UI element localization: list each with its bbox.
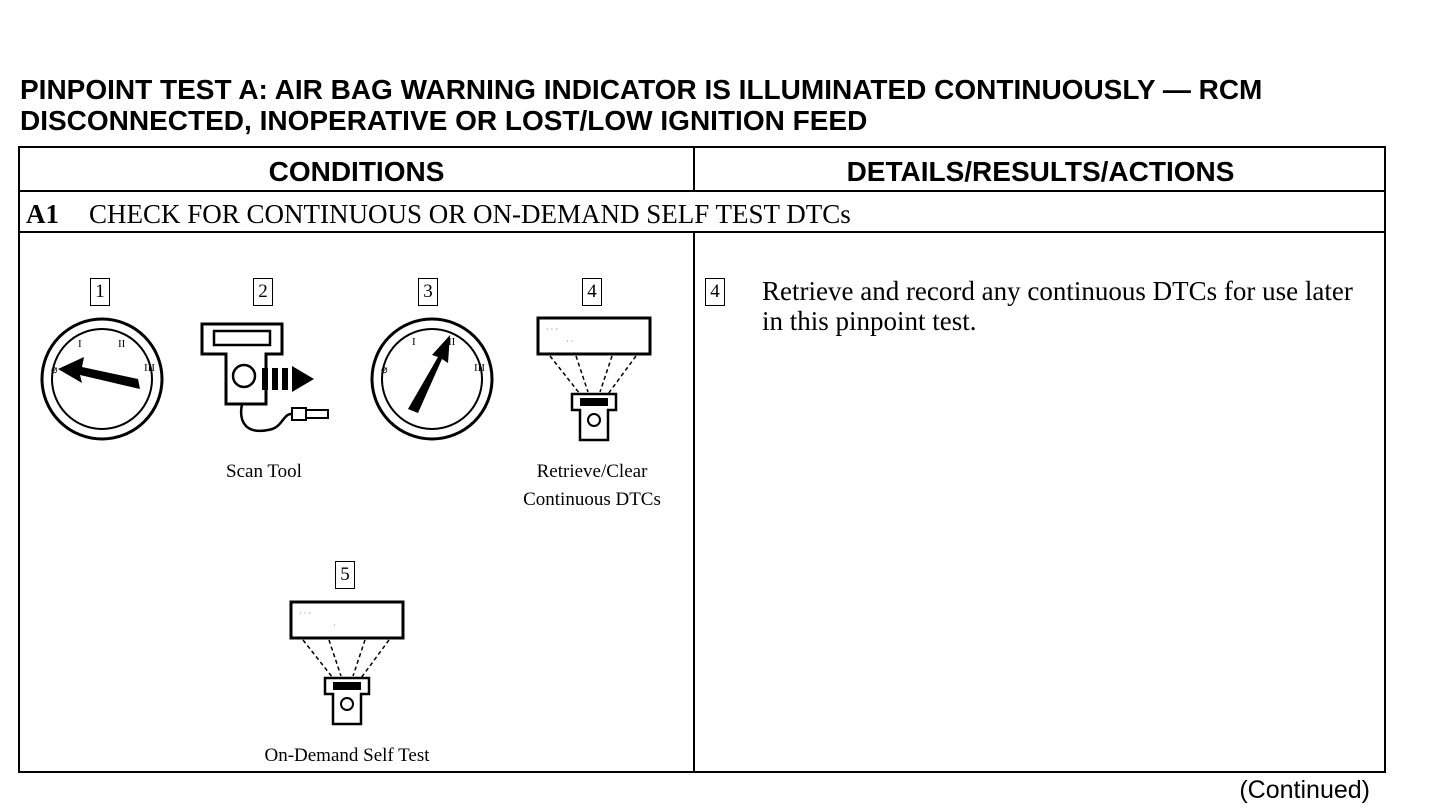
- svg-text:· · ·: · · ·: [546, 325, 558, 334]
- scan-tool-icon: [200, 322, 329, 433]
- figure-2-caption: Scan Tool: [226, 461, 302, 482]
- header-rule: [20, 190, 1384, 192]
- conditions-header: CONDITIONS: [268, 156, 445, 187]
- title-line-1: PINPOINT TEST A: AIR BAG WARNING INDICAT…: [20, 74, 1263, 105]
- svg-text:· ·: · ·: [566, 337, 573, 346]
- svg-text:· · ·: · · ·: [299, 609, 311, 618]
- step-id: A1: [26, 199, 59, 229]
- svg-text:·: ·: [333, 621, 336, 630]
- step-row: A1 CHECK FOR CONTINUOUS OR ON-DEMAND SELF…: [26, 194, 851, 232]
- figure-4-caption-line-2: Continuous DTCs: [523, 489, 661, 510]
- detail-text: Retrieve and record any continuous DTCs …: [762, 276, 1353, 336]
- figure-5-number: 5: [335, 561, 355, 589]
- figure-1-number: 1: [90, 278, 110, 306]
- ignition-off-icon: ⌀ I II III: [40, 317, 164, 441]
- step-rule: [20, 231, 1384, 233]
- pinpoint-table: CONDITIONS DETAILS/RESULTS/ACTIONS A1 CHE…: [18, 146, 1386, 773]
- continued-label: (Continued): [1239, 776, 1370, 804]
- detail-ref-number: 4: [705, 278, 725, 306]
- svg-text:⌀: ⌀: [51, 364, 58, 376]
- figure-2-number: 2: [253, 278, 273, 306]
- figure-4-caption: Retrieve/Clear Continuous DTCs: [506, 458, 678, 514]
- header-divider: [693, 148, 695, 192]
- step-title: CHECK FOR CONTINUOUS OR ON-DEMAND SELF T…: [89, 199, 851, 229]
- page-title: PINPOINT TEST A: AIR BAG WARNING INDICAT…: [20, 74, 1420, 136]
- self-test-icon: · · · ·: [289, 600, 405, 726]
- details-header: DETAILS/RESULTS/ACTIONS: [846, 156, 1235, 187]
- svg-text:⌀: ⌀: [381, 364, 388, 376]
- svg-text:I: I: [78, 338, 82, 350]
- svg-text:I: I: [412, 336, 416, 348]
- figure-5-caption: On-Demand Self Test: [264, 745, 430, 766]
- figure-4-number: 4: [582, 278, 602, 306]
- column-divider: [693, 233, 695, 773]
- svg-text:III: III: [144, 362, 155, 374]
- retrieve-dtc-icon: · · · · ·: [536, 316, 652, 442]
- figure-4-caption-line-1: Retrieve/Clear: [536, 461, 648, 482]
- svg-text:II: II: [448, 336, 456, 348]
- ignition-run-icon: ⌀ I II III: [370, 317, 494, 441]
- title-line-2: DISCONNECTED, INOPERATIVE OR LOST/LOW IG…: [20, 105, 868, 136]
- figure-3-number: 3: [418, 278, 438, 306]
- svg-text:II: II: [118, 338, 126, 350]
- svg-text:III: III: [474, 362, 485, 374]
